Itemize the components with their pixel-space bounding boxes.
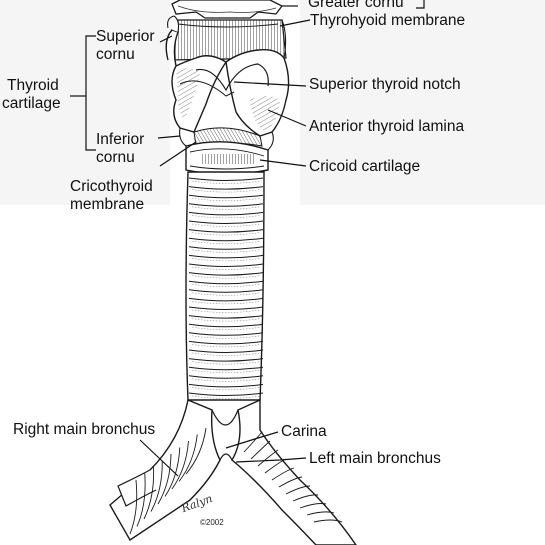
- carina: [211, 409, 239, 461]
- tracheal-ring: [188, 340, 264, 345]
- tracheal-ring-shading: [191, 283, 261, 287]
- tracheal-ring: [188, 349, 264, 353]
- bronchus-ring: [292, 494, 319, 502]
- bronchus-ring: [278, 476, 303, 488]
- tracheal-ring-shading: [191, 378, 261, 382]
- tracheal-ring-shading: [191, 352, 261, 356]
- bronchus-ring: [313, 519, 343, 523]
- tracheal-ring-shading: [191, 387, 261, 391]
- copyright-text: ©2002: [200, 518, 224, 527]
- label-right-main-bronchus: Right main bronchus: [13, 421, 156, 438]
- label-cricothyroid-membrane-line2: membrane: [70, 196, 145, 213]
- tracheal-ring: [188, 392, 264, 396]
- label-inferior-cornu-line1: Inferior: [96, 131, 145, 148]
- tracheal-ring: [188, 375, 264, 379]
- bronchus-ring: [257, 449, 279, 467]
- label-superior-cornu-line2: cornu: [96, 46, 135, 63]
- tracheal-ring-shading: [191, 344, 261, 348]
- label-thyrohyoid-membrane: Thyrohyoid membrane: [310, 12, 466, 29]
- label-cricothyroid-membrane-line1: Cricothyroid: [70, 178, 153, 195]
- label-carina: Carina: [281, 423, 327, 440]
- label-superior-thyroid-notch: Superior thyroid notch: [309, 76, 461, 93]
- left-main-bronchus: [231, 398, 357, 545]
- tracheal-ring-shading: [191, 249, 261, 253]
- tracheal-ring-shading: [191, 275, 261, 279]
- bronchus-ring: [306, 511, 335, 516]
- label-left-main-bronchus: Left main bronchus: [309, 450, 441, 467]
- bronchus-ring: [143, 466, 155, 520]
- tracheal-ring: [188, 186, 264, 190]
- bronchus-ring: [243, 431, 263, 453]
- tracheal-ring: [188, 263, 264, 267]
- tracheal-ring: [188, 246, 264, 250]
- tracheal-ring: [188, 306, 264, 310]
- tracheal-ring-shading: [191, 292, 261, 296]
- bronchus-ring: [299, 503, 327, 509]
- tracheal-ring-shading: [191, 232, 261, 236]
- tracheal-ring: [188, 220, 264, 224]
- tracheal-ring-shading: [191, 369, 261, 373]
- label-thyroid-cartilage-line1: Thyroid: [7, 77, 59, 94]
- tracheal-ring: [188, 358, 264, 362]
- label-greater-cornu: Greater cornu: [308, 0, 404, 11]
- tracheal-ring-shading: [191, 223, 261, 227]
- tracheal-ring: [188, 280, 264, 285]
- cricoid-cartilage: [185, 141, 269, 175]
- tracheal-ring-shading: [191, 189, 261, 193]
- tracheal-ring-shading: [191, 197, 261, 201]
- tracheal-ring: [188, 315, 264, 319]
- bronchus-ring: [129, 479, 138, 535]
- tracheal-ring-shading: [191, 258, 261, 262]
- tracheal-ring-shading: [191, 301, 261, 305]
- tracheal-ring: [188, 366, 264, 371]
- bronchus-ring: [185, 427, 207, 475]
- tracheal-ring: [188, 211, 264, 216]
- bronchus-ring: [171, 440, 189, 490]
- label-cricoid-cartilage: Cricoid cartilage: [309, 158, 421, 175]
- bronchus-ring: [150, 460, 163, 512]
- tracheal-ring-shading: [191, 215, 261, 219]
- tracheal-ring-shading: [191, 206, 261, 210]
- leader-lines: [70, 0, 425, 477]
- left-background-panel: [0, 0, 170, 205]
- label-superior-cornu-line1: Superior: [96, 28, 155, 45]
- tracheal-ring: [188, 177, 264, 181]
- thyroid-cartilage: [165, 15, 290, 151]
- tracheal-ring-shading: [191, 318, 261, 322]
- label-thyroid-cartilage-line2: cartilage: [2, 95, 61, 112]
- tracheal-ring-shading: [191, 240, 261, 244]
- tracheal-ring: [188, 297, 264, 302]
- tracheal-ring: [188, 323, 264, 328]
- tracheal-ring: [188, 254, 264, 259]
- trachea: [185, 171, 265, 401]
- label-anterior-thyroid-lamina: Anterior thyroid lamina: [309, 118, 465, 135]
- bronchus-ring: [271, 467, 295, 481]
- bronchus-ring: [178, 434, 198, 482]
- tracheal-ring: [188, 272, 264, 276]
- tracheal-ring: [188, 383, 264, 388]
- right-background-panel: [300, 0, 545, 205]
- tracheal-ring-shading: [191, 266, 261, 270]
- tracheal-ring-shading: [191, 361, 261, 365]
- bronchus-ring: [285, 485, 311, 495]
- label-inferior-cornu-line2: cornu: [96, 149, 135, 166]
- tracheal-ring-shading: [191, 326, 261, 330]
- tracheal-ring-shading: [191, 309, 261, 313]
- bronchus-rings: [129, 427, 343, 535]
- tracheal-ring: [188, 203, 264, 207]
- bronchus-ring: [136, 473, 146, 527]
- hyoid-bone: [171, 0, 283, 19]
- bronchus-ring: [157, 453, 172, 505]
- tracheal-ring-shading: [191, 335, 261, 339]
- tracheal-ring: [188, 194, 264, 199]
- tracheal-ring-shading: [191, 395, 261, 399]
- bronchus-ring: [250, 440, 271, 460]
- tracheal-ring: [188, 332, 264, 336]
- tracheal-ring: [188, 237, 264, 242]
- tracheal-ring: [188, 229, 264, 233]
- tracheal-ring: [188, 289, 264, 293]
- tracheal-ring-shading: [191, 180, 261, 184]
